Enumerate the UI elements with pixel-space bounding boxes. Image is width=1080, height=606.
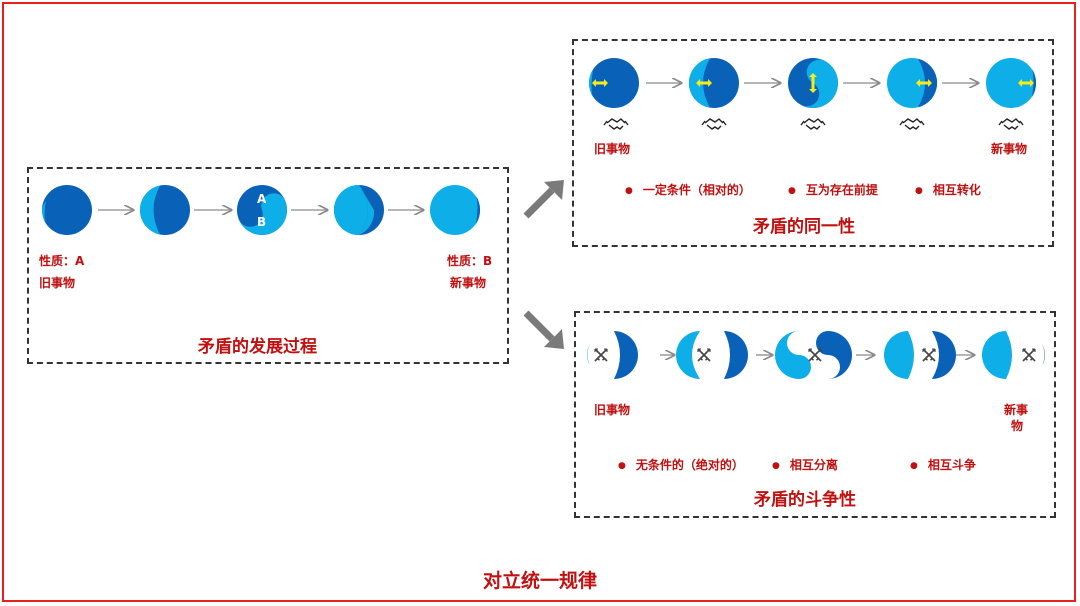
struggle-diagram — [587, 331, 1045, 379]
identity-box: 旧事物 新事物 一定条件（相对的） 互为存在前提 相互转化 矛盾的同一性 — [572, 39, 1054, 247]
struggle-bullet-2: 相互分离 — [772, 456, 838, 473]
identity-old-label: 旧事物 — [594, 142, 631, 156]
identity-circle-5 — [986, 58, 1037, 108]
new-nature-label: 性质：B — [447, 254, 493, 268]
identity-circle-1 — [588, 58, 639, 108]
identity-diagram — [588, 58, 1037, 130]
struggle-old-label: 旧事物 — [594, 403, 631, 417]
old-thing-label: 旧事物 — [39, 276, 76, 290]
phase-circle-5 — [430, 185, 481, 235]
new-thing-label: 新事物 — [450, 276, 487, 290]
struggle-circle-4 — [884, 331, 956, 379]
struggle-new-label-1: 新事 — [1004, 403, 1029, 417]
handshake-icon — [701, 118, 727, 130]
process-diagram — [41, 185, 481, 235]
phase-circle-2 — [140, 185, 190, 235]
arrow-up-icon — [523, 180, 564, 219]
identity-circle-2 — [688, 58, 739, 108]
handshake-icon — [603, 118, 629, 130]
struggle-circle-5 — [982, 331, 1045, 379]
old-nature-label: 性质：A — [39, 254, 85, 268]
process-title: 矛盾的发展过程 — [198, 337, 317, 357]
struggle-box: 旧事物 新事 物 无条件的（绝对的） 相互分离 相互斗争 矛盾的斗争性 — [574, 311, 1056, 518]
identity-circle-3 — [788, 58, 838, 108]
footer-title: 对立统一规律 — [482, 570, 597, 592]
phase-circle-3 — [237, 185, 287, 235]
process-box: A B 性质：A 旧事物 性质：B 新事物 矛盾的发展过程 — [27, 167, 509, 364]
circle-letter-a: A — [257, 192, 267, 206]
phase-circle-1 — [41, 185, 92, 235]
identity-title: 矛盾的同一性 — [753, 217, 855, 237]
identity-bullet-2: 互为存在前提 — [788, 181, 878, 198]
phase-circle-4 — [334, 185, 384, 235]
identity-circle-4 — [887, 58, 938, 108]
handshake-icon — [800, 118, 826, 130]
arrow-down-icon — [523, 310, 564, 349]
struggle-circle-3 — [775, 331, 852, 379]
identity-bullet-1: 一定条件（相对的） — [625, 181, 751, 198]
struggle-new-label-2: 物 — [1011, 419, 1024, 433]
struggle-circle-1 — [587, 331, 638, 379]
identity-bullet-3: 相互转化 — [915, 181, 981, 198]
handshake-icon — [998, 118, 1024, 130]
identity-new-label: 新事物 — [991, 142, 1028, 156]
circle-letter-b: B — [257, 215, 267, 229]
struggle-bullet-3: 相互斗争 — [910, 456, 976, 473]
struggle-title: 矛盾的斗争性 — [754, 490, 856, 510]
struggle-bullet-1: 无条件的（绝对的） — [618, 456, 744, 473]
struggle-circle-2 — [676, 331, 748, 379]
handshake-icon — [899, 118, 925, 130]
